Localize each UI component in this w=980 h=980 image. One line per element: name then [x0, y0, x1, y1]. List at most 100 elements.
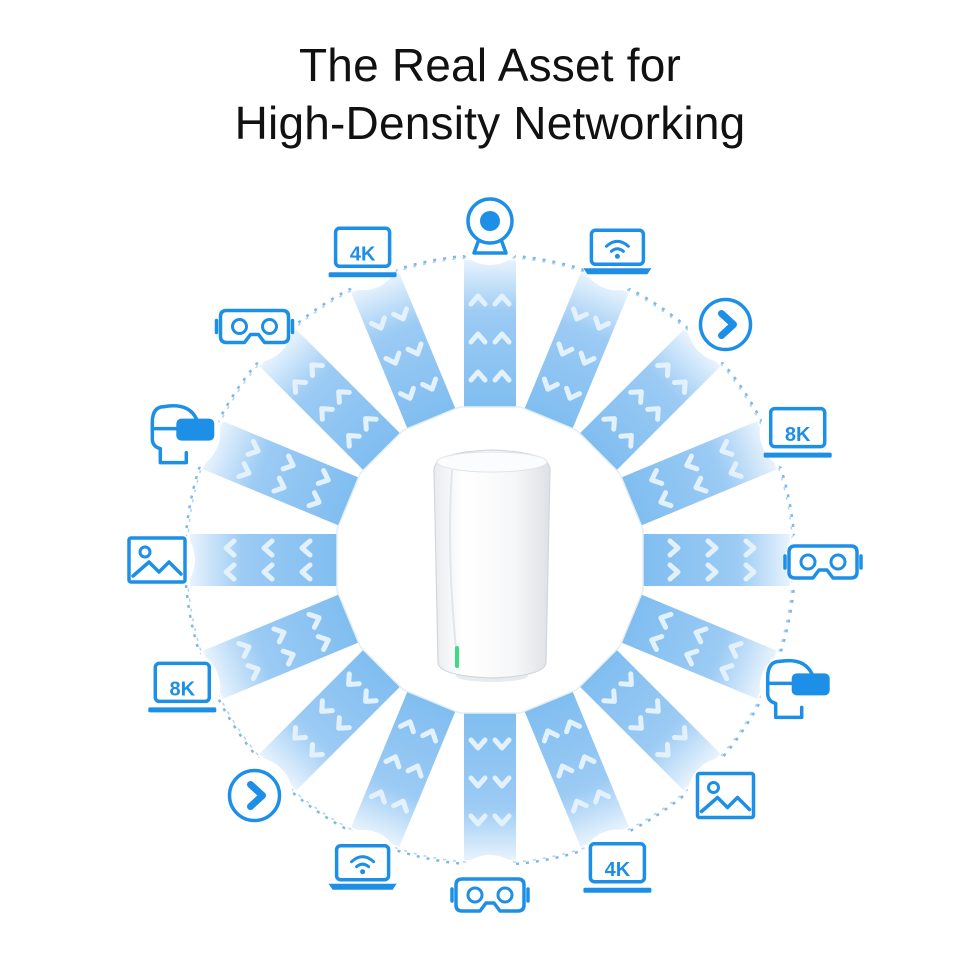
- chevron-arrow-icon: [564, 385, 582, 401]
- chevron-arrow-icon: [336, 715, 352, 731]
- beam-band: [523, 272, 629, 432]
- chevron-arrow-icon: [420, 728, 439, 744]
- signal-beam: [202, 593, 362, 699]
- monitor-screen: [333, 226, 392, 269]
- chevron-arrow-icon: [649, 468, 665, 486]
- title-line-1: The Real Asset for: [299, 39, 681, 91]
- goggles-frame: [454, 877, 526, 913]
- chevron-arrow-icon: [556, 763, 575, 779]
- signal-beam: [259, 647, 403, 791]
- chevron-arrow-icon: [649, 634, 665, 652]
- camera-lens: [480, 211, 500, 231]
- chevron-arrow-icon: [693, 475, 709, 494]
- head-top: [162, 404, 199, 421]
- icon-backdrop: [324, 214, 401, 291]
- chevron-arrow-icon: [363, 688, 379, 704]
- chevron-arrow-icon: [655, 742, 671, 758]
- beam-band: [464, 260, 516, 410]
- chevron-arrow-icon: [655, 362, 671, 378]
- chevron-arrow-icon: [672, 379, 688, 395]
- chevron-arrow-icon: [420, 376, 439, 392]
- chevron-arrow-icon: [492, 293, 512, 307]
- hub: [336, 406, 644, 714]
- chevron-arrow-icon: [601, 688, 617, 704]
- chevron-arrow-icon: [306, 490, 322, 509]
- chevron-arrow-icon: [271, 475, 287, 494]
- laptop-wifi-icon: [579, 214, 656, 291]
- chevron-arrow-icon: [601, 416, 617, 432]
- chevron-arrow-icon: [292, 379, 308, 395]
- goggles-lens: [261, 318, 278, 335]
- chevron-arrow-icon: [261, 562, 275, 582]
- signal-beam: [464, 260, 516, 410]
- laptop-base: [583, 268, 652, 275]
- icon-backdrop: [759, 394, 836, 471]
- chevron-arrow-icon: [578, 350, 597, 366]
- chevron-arrow-icon: [236, 461, 252, 480]
- router-body: [433, 449, 551, 679]
- chevron-arrow-icon: [693, 626, 709, 645]
- monitor-icon: 4K: [324, 214, 401, 291]
- chevron-arrow-icon: [405, 341, 424, 357]
- chevron-arrow-icon: [309, 742, 325, 758]
- visor: [176, 418, 215, 441]
- beam-band: [577, 647, 721, 791]
- signal-beam: [577, 647, 721, 791]
- chevron-arrow-icon: [578, 754, 597, 770]
- chevron-arrow-icon: [368, 315, 387, 331]
- chevron-arrow-icon: [315, 634, 331, 652]
- camera-icon: [452, 189, 528, 265]
- chevron-arrow-icon: [492, 737, 512, 751]
- beam-band: [259, 329, 403, 473]
- chevron-arrow-icon: [541, 376, 560, 392]
- vr-headset-icon: [144, 394, 221, 471]
- wifi-arc: [355, 862, 371, 869]
- router-top: [436, 451, 548, 473]
- chevron-arrow-icon: [492, 813, 512, 827]
- chevron-arrow-icon: [280, 648, 296, 667]
- beam-band: [577, 329, 721, 473]
- laptop-wifi-icon: [324, 829, 401, 906]
- chevron-arrow-icon: [728, 640, 744, 659]
- monitor-stand: [148, 707, 217, 713]
- router-led: [455, 646, 459, 668]
- chevron-arrow-icon: [593, 789, 612, 805]
- goggles-lens: [231, 318, 248, 335]
- monitor-screen: [768, 406, 827, 449]
- resolution-label: 4K: [350, 244, 376, 266]
- icon-backdrop: [452, 855, 528, 931]
- icon-backdrop: [216, 286, 293, 363]
- signal-beam: [351, 688, 457, 848]
- chevron-arrow-icon: [315, 468, 331, 486]
- goggles-lens: [829, 553, 847, 571]
- play-icon: [687, 286, 764, 363]
- chevron-arrow-icon: [667, 562, 681, 582]
- resolution-label: 8K: [170, 679, 196, 701]
- chevron-arrow-icon: [719, 438, 735, 457]
- chevron-arrow-icon: [468, 369, 488, 383]
- monitor-icon: 8K: [759, 394, 836, 471]
- chevron-arrow-icon: [618, 433, 634, 449]
- chevron-arrow-icon: [705, 562, 719, 582]
- beam-band: [202, 421, 362, 527]
- signal-beam: [640, 534, 790, 586]
- chevron-arrow-icon: [299, 562, 313, 582]
- beam-band: [259, 647, 403, 791]
- beam-band: [351, 272, 457, 432]
- signal-beam: [523, 272, 629, 432]
- chevron-arrow-icon: [391, 798, 410, 814]
- chevron-arrow-icon: [628, 715, 644, 731]
- play-icon: [216, 757, 293, 834]
- chevron-arrow-icon: [628, 389, 644, 405]
- resolution-label: 4K: [605, 859, 631, 881]
- chevron-arrow-icon: [705, 538, 719, 558]
- beam-band: [190, 534, 340, 586]
- monitor-stand: [328, 272, 397, 278]
- wifi-arc: [604, 239, 630, 248]
- chevron-arrow-icon: [492, 331, 512, 345]
- beam-band: [202, 593, 362, 699]
- chevron-arrow-icon: [492, 369, 512, 383]
- icon-backdrop: [144, 649, 221, 726]
- camera-base: [472, 240, 508, 255]
- chevron-arrow-icon: [319, 406, 335, 422]
